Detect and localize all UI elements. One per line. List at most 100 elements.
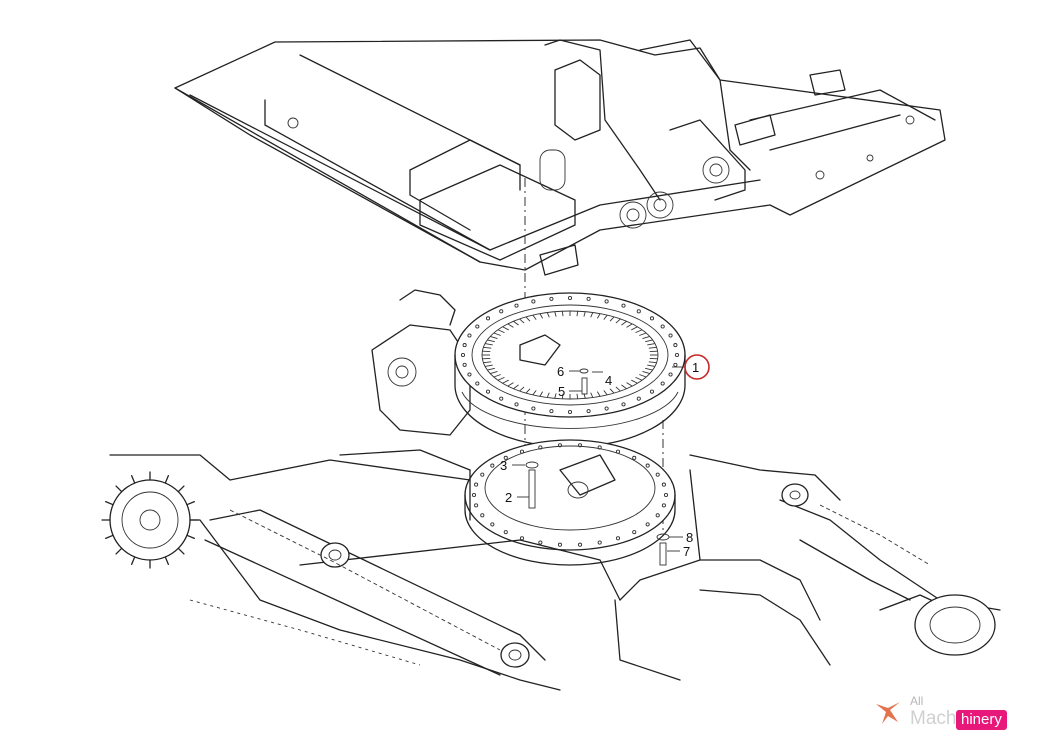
ring-tooth [487, 339, 495, 343]
ring-tooth [609, 316, 615, 322]
callout-3-label: 3 [500, 458, 507, 473]
ring-tooth [647, 364, 656, 367]
ring-tooth [635, 329, 643, 334]
bolt-hole [462, 362, 467, 367]
ring-tooth [493, 374, 501, 378]
ring-tooth [642, 371, 650, 375]
undercarriage-frame [109, 449, 1001, 691]
bolt-hole [645, 463, 650, 468]
ring-tooth [647, 343, 656, 346]
bolt-hole [660, 381, 665, 386]
bolt-hole [636, 396, 641, 401]
bolt-hole [538, 540, 543, 545]
callout-3: 3 [500, 458, 525, 473]
ring-tooth [487, 367, 495, 371]
bolt-part-5 [581, 377, 588, 395]
bolt-hole [557, 542, 563, 547]
bolt-hole [567, 409, 573, 415]
track-chain [189, 504, 931, 666]
bolt-hole [668, 333, 673, 338]
ring-tooth [609, 388, 615, 394]
callout-5-label: 5 [558, 384, 565, 399]
bolt-hole [549, 409, 554, 414]
bolt-hole [674, 352, 680, 358]
bolt-hole [604, 406, 609, 411]
bolt-hole [549, 296, 554, 301]
watermark-line1: All [910, 694, 924, 708]
mount-ring-bolt-holes [471, 443, 669, 547]
ring-tooth [507, 382, 514, 387]
ring-tooth [639, 374, 647, 378]
sprocket-tooth [115, 547, 123, 555]
bolt-hole [621, 303, 626, 308]
sprocket-tooth [105, 500, 114, 506]
bolt-hole [597, 540, 602, 545]
alignment-centerlines [524, 178, 664, 530]
bolt-hole [499, 396, 504, 401]
swing-drive-housing [371, 289, 471, 436]
sprocket-tooth [177, 547, 185, 555]
bolt-hole [673, 362, 678, 367]
callout-8-label: 8 [686, 530, 693, 545]
bolt-hole [485, 389, 491, 394]
ring-tooth [484, 364, 493, 367]
bolt-hole [673, 343, 678, 348]
ring-tooth [561, 393, 564, 399]
bolt-hole [467, 372, 472, 377]
bolt-hole [467, 333, 472, 338]
ring-tooth [483, 346, 492, 349]
bolt-hole [514, 303, 519, 308]
ring-tooth [590, 392, 594, 398]
ring-tooth [539, 313, 544, 319]
ring-tooth [497, 376, 505, 381]
callout-7-label: 7 [683, 544, 690, 559]
bolt-hole [531, 406, 536, 411]
ring-tooth [490, 371, 498, 375]
bolt-hole [503, 455, 508, 460]
front-idler-wheel [914, 594, 996, 656]
ring-tooth [583, 311, 586, 317]
sprocket-tooth [130, 556, 136, 565]
bolt-hole [538, 445, 543, 450]
bolt-hole [615, 449, 621, 454]
ring-tooth [626, 382, 633, 387]
bolt-hole [615, 536, 621, 541]
ring-tooth [483, 361, 492, 364]
ring-tooth [645, 367, 653, 371]
bolt-hole [655, 472, 660, 477]
bolt-hole [604, 299, 609, 304]
bolt-hole [499, 309, 504, 314]
callout-2-label: 2 [505, 490, 512, 505]
ring-tooth [603, 314, 608, 320]
sprocket-tooth [186, 500, 195, 506]
slewing-ring-bolt-holes [460, 295, 680, 415]
ring-tooth [621, 320, 627, 326]
bolt-hole [621, 402, 626, 407]
ring-tooth [596, 313, 601, 319]
bolt-hole [636, 309, 641, 314]
ring-tooth [484, 343, 493, 346]
bolt-hole [471, 492, 477, 498]
ring-tooth [603, 390, 608, 396]
ring-tooth [507, 323, 514, 328]
ring-tooth [490, 335, 498, 339]
bolt-hole [661, 482, 666, 487]
ring-tooth [532, 314, 537, 320]
sprocket-tooth [130, 475, 136, 484]
bolt-hole [474, 482, 479, 487]
allmachinery-watermark: All Machinery hinery [870, 692, 1040, 736]
ring-tooth [493, 332, 501, 336]
bolt-hole [475, 324, 480, 329]
bolt-hole [649, 389, 655, 394]
sprocket-tooth [164, 556, 170, 565]
bolt-hole [490, 522, 495, 527]
ring-tooth [513, 320, 519, 326]
bolt-hole [632, 455, 637, 460]
ring-tooth [539, 391, 544, 397]
bolt-hole [663, 492, 669, 498]
ring-tooth [554, 393, 557, 399]
callout-7: 7 [667, 544, 690, 559]
bolt-hole [577, 443, 583, 448]
sprocket-tooth [115, 485, 123, 493]
